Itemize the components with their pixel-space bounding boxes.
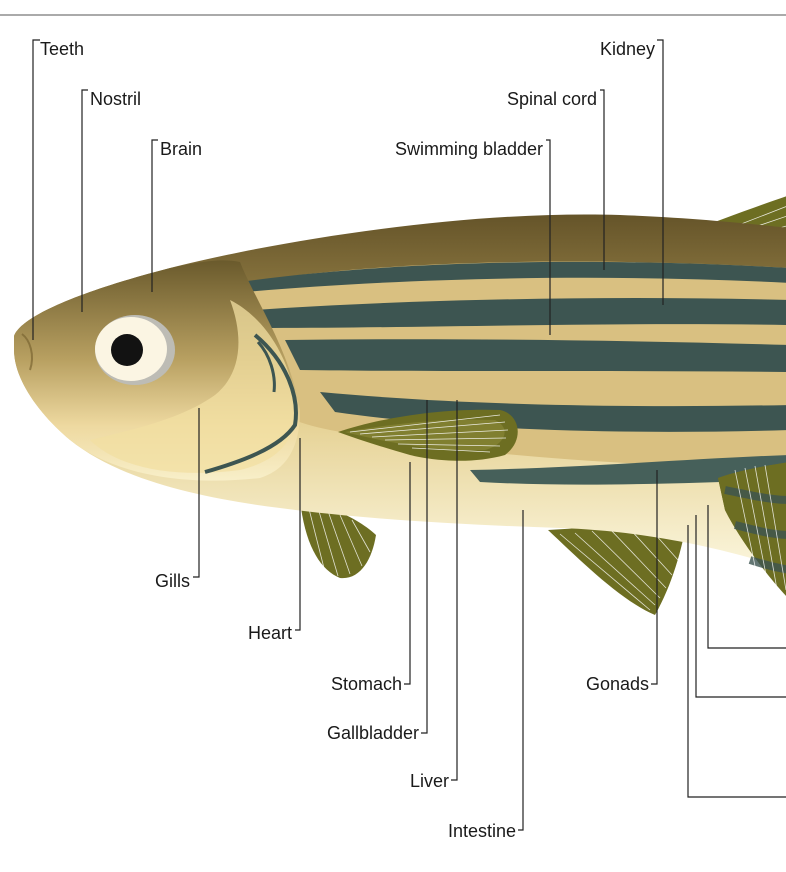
label-gallbladder: Gallbladder (327, 722, 419, 744)
label-liver: Liver (410, 770, 449, 792)
label-nostril: Nostril (90, 88, 141, 110)
label-swimming-bladder: Swimming bladder (395, 138, 543, 160)
leader-nostril (82, 90, 88, 312)
stripe-3 (285, 339, 786, 372)
label-brain: Brain (160, 138, 202, 160)
leader-brain (152, 140, 158, 292)
leader-teeth (33, 40, 40, 340)
label-heart: Heart (248, 622, 292, 644)
leader-intestine (518, 510, 523, 830)
label-gonads: Gonads (586, 673, 649, 695)
label-gills: Gills (155, 570, 190, 592)
label-kidney: Kidney (600, 38, 655, 60)
pupil (111, 334, 143, 366)
label-teeth: Teeth (40, 38, 84, 60)
label-stomach: Stomach (331, 673, 402, 695)
label-spinal-cord: Spinal cord (507, 88, 597, 110)
label-intestine: Intestine (448, 820, 516, 842)
